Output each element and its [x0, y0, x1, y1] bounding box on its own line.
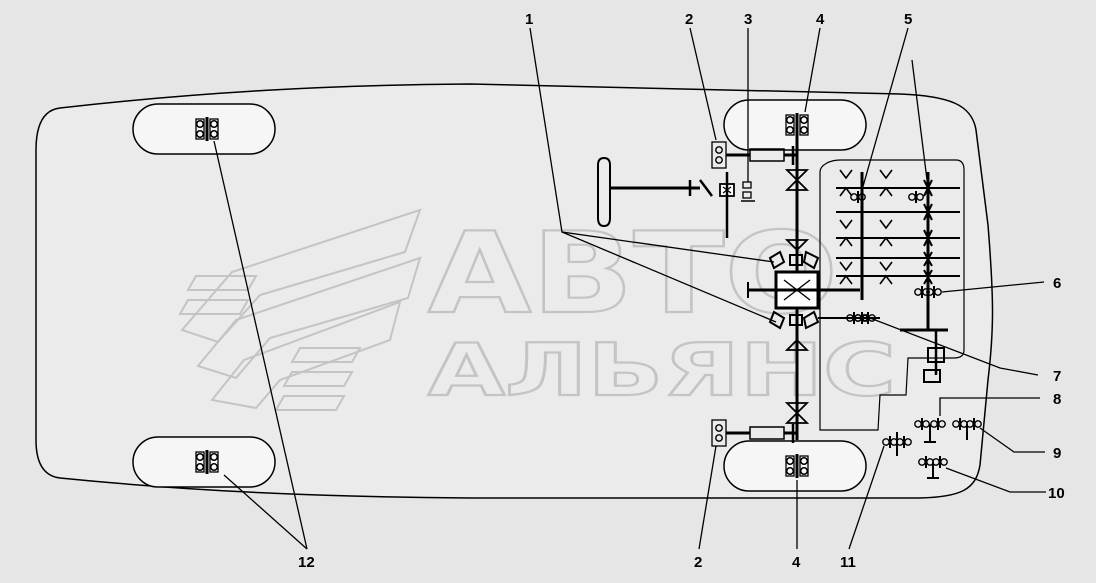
- callout-2-top: 2: [685, 11, 693, 28]
- car-body-outline: [35, 83, 994, 499]
- steering-assembly: [597, 156, 755, 238]
- callout-2-bottom: 2: [694, 554, 702, 571]
- bearing-group-8: [913, 417, 947, 443]
- callout-9: 9: [1053, 445, 1061, 462]
- callout-11: 11: [840, 554, 856, 571]
- differential: [747, 250, 880, 330]
- callout-8: 8: [1053, 391, 1061, 408]
- wheel-front-right: [132, 436, 276, 488]
- callout-4-top: 4: [816, 11, 825, 28]
- callout-3: 3: [744, 11, 752, 28]
- wheel-rear-left: [723, 99, 867, 151]
- leader-lines: [213, 27, 1046, 550]
- callout-5: 5: [904, 11, 912, 28]
- gearbox-shafts: [836, 169, 960, 383]
- wheel-rear-right: [723, 440, 867, 492]
- callout-4-bottom: 4: [792, 554, 801, 571]
- bearing-group-9: [951, 417, 983, 440]
- watermark-logo: [178, 208, 422, 411]
- callout-1: 1: [525, 11, 533, 28]
- callout-6: 6: [1053, 275, 1061, 292]
- wheel-front-left: [132, 103, 276, 155]
- watermark-text-line1: АВТО: [428, 209, 838, 339]
- watermark-text-line2: АЛЬЯНС: [428, 328, 896, 412]
- bearing-group-10: [917, 455, 949, 479]
- hub-assembly-bottom: [711, 338, 810, 447]
- callout-7: 7: [1053, 368, 1061, 385]
- callout-labels: 1 2 2 3 4 4 5 6 7 8 9 10 11 12: [298, 11, 1065, 571]
- bearing-group-11: [881, 432, 913, 456]
- callout-12: 12: [298, 554, 315, 571]
- gearbox-housing: [819, 159, 965, 431]
- callout-10: 10: [1048, 485, 1065, 502]
